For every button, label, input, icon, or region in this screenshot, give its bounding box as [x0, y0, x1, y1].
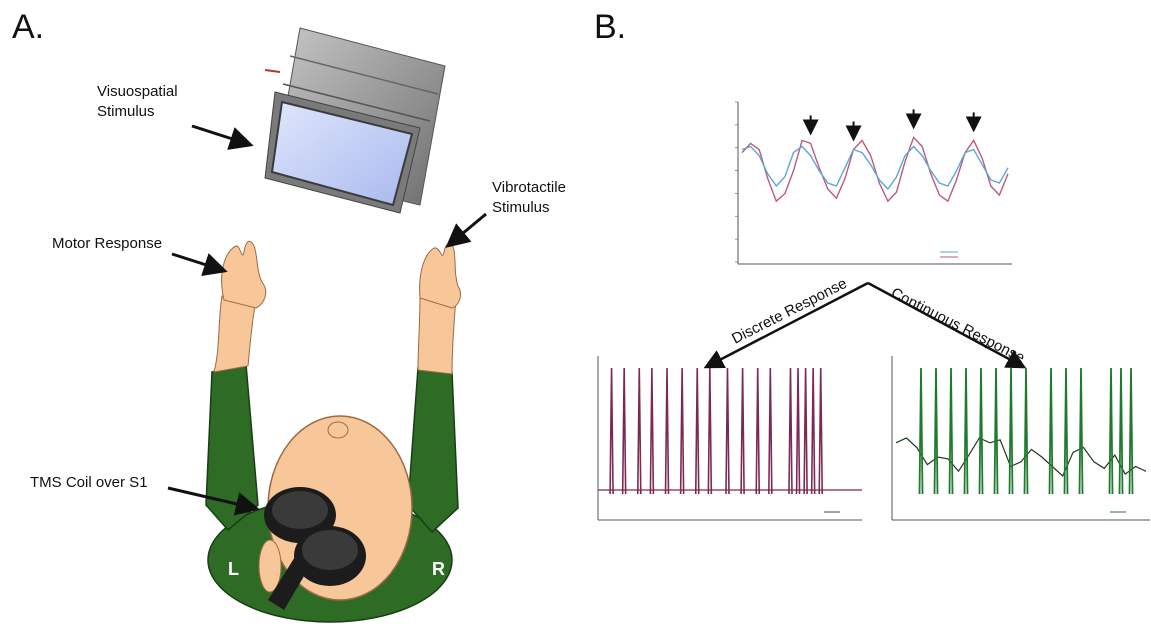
continuous-response-label: Continuous Response: [888, 284, 1027, 366]
discrete-spike-16: [818, 367, 824, 495]
left-side-label: L: [228, 559, 239, 579]
discrete-spike-15: [810, 367, 816, 495]
continuous-branch-arrow: [867, 281, 1027, 369]
visuospatial-arrow: [191, 124, 254, 150]
stimulus-chart: [735, 101, 1012, 265]
discrete-spike-14: [803, 367, 808, 495]
discrete-spike-13: [795, 367, 801, 495]
response-series-line: [741, 145, 1009, 191]
discrete-spike-8: [725, 367, 730, 495]
continuous-spike-9: [1063, 367, 1069, 495]
discrete-spike-5: [679, 367, 685, 495]
discrete-spike-3: [649, 367, 655, 495]
continuous-spike-13: [1128, 367, 1134, 495]
continuous-spike-6: [1008, 367, 1014, 495]
continuous-spike-8: [1048, 367, 1054, 495]
motor-response-arrow: [171, 252, 228, 276]
continuous-response-chart: [891, 356, 1150, 521]
discrete-spike-0: [609, 367, 614, 495]
continuous-spike-4: [978, 367, 984, 495]
discrete-spike-6: [694, 367, 700, 495]
continuous-spike-7: [1023, 367, 1029, 495]
discrete-branch-arrow: [703, 281, 869, 369]
continuous-spike-11: [1108, 367, 1114, 495]
vibrotactile-label: Vibrotactile Stimulus: [492, 179, 566, 216]
continuous-spike-0: [918, 367, 924, 495]
discrete-spike-9: [740, 367, 745, 495]
continuous-spike-10: [1078, 367, 1084, 495]
discrete-spike-11: [768, 367, 773, 495]
discrete-spike-4: [664, 367, 670, 495]
continuous-spike-12: [1118, 367, 1124, 495]
motor-response-label: Motor Response: [52, 235, 163, 252]
stimulus-series-line: [741, 136, 1009, 203]
vibrotactile-arrow: [445, 212, 487, 248]
monitor-icon: [264, 27, 446, 214]
discrete-spike-12: [788, 367, 793, 495]
discrete-spike-10: [755, 367, 761, 495]
tms-coil-icon: [264, 487, 366, 610]
continuous-spike-3: [963, 367, 969, 495]
continuous-spike-5: [993, 367, 999, 495]
panel-b-letter: B.: [594, 8, 627, 46]
tms-coil-label: TMS Coil over S1: [30, 474, 148, 491]
discrete-response-label: Discrete Response: [729, 275, 850, 348]
continuous-spike-2: [948, 367, 954, 495]
continuous-spike-1: [933, 367, 939, 495]
visuospatial-label: Visuospatial Stimulus: [97, 83, 178, 120]
right-side-label: R: [432, 559, 445, 579]
discrete-response-chart: [597, 356, 862, 521]
continuous-baseline-line: [895, 437, 1147, 478]
discrete-spike-1: [621, 367, 627, 495]
discrete-spike-7: [707, 367, 713, 495]
tms-coil-arrow: [167, 486, 260, 516]
panel-a-letter: A.: [12, 8, 45, 46]
discrete-spike-2: [636, 367, 642, 495]
